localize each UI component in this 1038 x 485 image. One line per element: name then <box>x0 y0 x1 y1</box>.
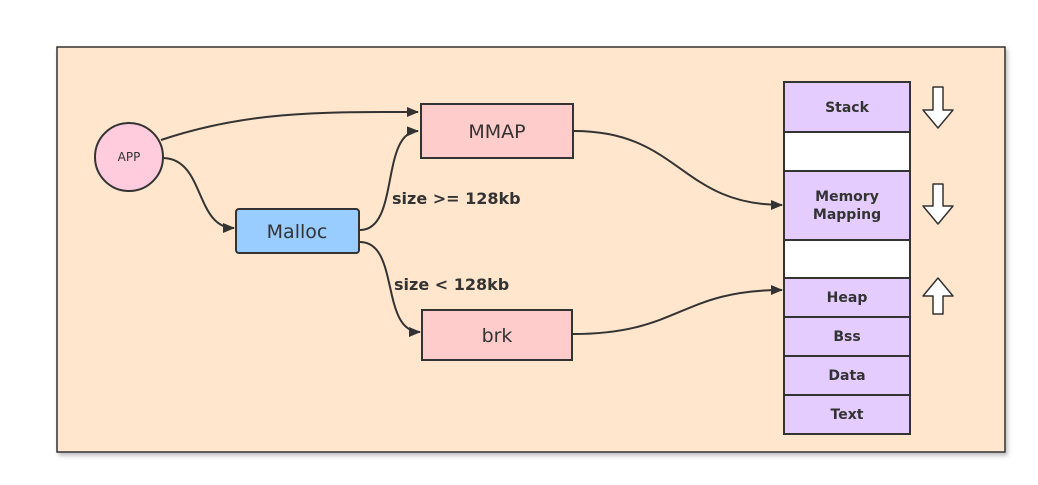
segment-stack-label: Stack <box>825 100 870 116</box>
edge-label-small: size < 128kb <box>394 275 509 294</box>
segment-data <box>783 355 911 396</box>
up-arrow-icon <box>922 277 954 315</box>
segment-gap-upper <box>783 131 911 172</box>
down-arrow-icon <box>922 86 954 129</box>
edge-brk-to-heap <box>572 285 783 335</box>
edge-app-to-malloc <box>163 157 235 233</box>
malloc-node <box>235 208 360 254</box>
segment-data-label: Data <box>828 368 865 384</box>
segment-memory-mapping <box>783 170 911 241</box>
brk-node-label: brk <box>482 325 513 347</box>
segment-gap-lower <box>783 239 911 279</box>
malloc-node-label: Malloc <box>267 221 328 243</box>
app-node <box>94 122 164 192</box>
memory-layout: Stack Memory Mapping Heap Bss Data Text <box>783 81 911 435</box>
segment-text-label: Text <box>831 407 864 423</box>
mmap-node <box>420 103 574 159</box>
edge-malloc-to-brk <box>359 241 421 337</box>
app-node-label: APP <box>118 150 141 164</box>
mmap-node-label: MMAP <box>468 121 525 143</box>
edge-label-large: size >= 128kb <box>392 189 521 208</box>
segment-heap-label: Heap <box>827 290 868 306</box>
edge-malloc-to-mmap <box>359 126 419 231</box>
segment-text <box>783 394 911 435</box>
brk-node <box>421 309 573 361</box>
down-arrow-icon <box>922 183 954 225</box>
segment-memory-mapping-label-line2: Mapping <box>813 207 881 223</box>
segment-memory-mapping-label-line1: Memory <box>815 189 879 205</box>
edge-app-to-mmap <box>160 106 419 141</box>
segment-bss-label: Bss <box>833 329 860 345</box>
segment-stack <box>783 81 911 133</box>
edge-mmap-to-memory-mapping <box>573 130 783 210</box>
